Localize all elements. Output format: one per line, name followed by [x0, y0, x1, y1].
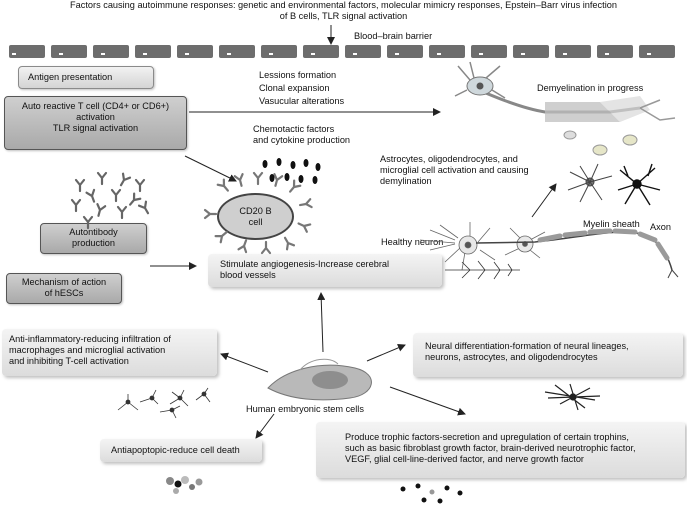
auto-reactive-line-2: activation — [76, 112, 115, 122]
bbb-cell — [303, 45, 339, 58]
neural-diff-box: Neural differentiation-formation of neur… — [413, 333, 683, 377]
auto-reactive-line-1: Auto reactive T cell (CD4+ or CD6+) — [21, 101, 170, 111]
trophic-factor-dots — [400, 483, 463, 504]
bbb-cell — [345, 45, 381, 58]
antigen-presentation-label: Antigen presentation — [28, 72, 113, 82]
blood-vessel-graphic — [445, 260, 520, 280]
neural-diff-line-2: neurons, astrocytes, and oligodendrocyte… — [425, 352, 598, 362]
astrocytes-label: Astrocytes, oligodendrocytes, and microg… — [380, 154, 529, 187]
axon-label: Axon — [650, 222, 671, 232]
microglia-sketch — [117, 387, 211, 419]
astrocytes-line-1: Astrocytes, oligodendrocytes, and — [380, 154, 518, 164]
hesc-cells-graphic — [267, 358, 372, 401]
bbb-cell — [513, 45, 549, 58]
healthy-neuron-label: Healthy neuron — [381, 237, 444, 247]
autontibody-line-1: Autontibody — [69, 227, 118, 237]
antiapoptotic-label: Antiapoptopic-reduce cell death — [111, 445, 240, 455]
cd20-line-1: CD20 B — [239, 206, 272, 216]
neural-diff-line-1: Neural differentiation-formation of neur… — [425, 341, 629, 351]
autontibody-line-2: production — [72, 238, 115, 248]
microglia-icon — [617, 163, 661, 206]
cd20-line-2: cell — [248, 217, 263, 227]
bbb-cell — [471, 45, 507, 58]
apoptotic-cells-graphic — [166, 476, 203, 494]
chemotactic-line-1: Chemotactic factors — [253, 124, 335, 134]
bbb-cell — [429, 45, 465, 58]
mechanism-box: Mechanism of action of hESCs — [6, 273, 122, 304]
header-text: Factors causing autoimmune responses: ge… — [0, 0, 687, 22]
arrows — [150, 25, 557, 439]
hesc-right-arrow — [366, 344, 406, 362]
astrocytes-line-2: microglial cell activation and causing — [380, 165, 529, 175]
healthy-to-astro-arrow — [531, 183, 557, 218]
lesions-item: Vasucular alterations — [259, 96, 345, 106]
antiapoptotic-box: Antiapoptopic-reduce cell death — [100, 439, 262, 462]
bbb-label: Blood–brain barrier — [354, 31, 433, 41]
chemotactic-line-2: and cytokine production — [253, 135, 351, 145]
trophic-box: Produce trophic factors-secretion and up… — [316, 422, 685, 478]
bbb-cell — [387, 45, 423, 58]
angiogenesis-box: Stimulate angiogenesis-Increase cerebral… — [208, 254, 442, 287]
lesions-item: Lessions formation — [259, 70, 337, 80]
bbb-cell — [219, 45, 255, 58]
myelin-sheath-label: Myelin sheath — [583, 219, 640, 229]
autontibody-box: Autontibody production — [40, 223, 147, 254]
cd20-b-cell: CD20 B cell — [217, 193, 294, 240]
astrocyte-icon — [567, 163, 613, 203]
hesc-down-left-arrow — [255, 413, 275, 439]
chemotactic-label: Chemotactic factors and cytokine product… — [253, 124, 350, 146]
bbb-cell — [93, 45, 129, 58]
hesc-down-right-arrow — [389, 386, 466, 416]
healthy-neuron-graphic — [419, 222, 679, 279]
hesc-label: Human embryonic stem cells — [246, 404, 364, 414]
lesions-item: Clonal expansion — [259, 83, 330, 93]
mechanism-line-1: Mechanism of action — [21, 277, 107, 287]
bbb-cell — [51, 45, 87, 58]
bbb-cell — [639, 45, 675, 58]
trophic-line-3: VEGF, glial cell-line-derived factor, an… — [345, 454, 584, 464]
auto-reactive-line-3: TLR signal activation — [52, 123, 139, 133]
lesions-list: Lessions formation Clonal expansion Vasu… — [259, 69, 344, 108]
glial-cells-graphic — [567, 134, 661, 206]
demyelination-label: Demyelination in progress — [537, 83, 644, 93]
bbb-cell — [597, 45, 633, 58]
anti-inflammatory-line-1: Anti-inflammatory-reducing infiltration … — [9, 334, 171, 344]
anti-inflammatory-line-3: and inhibiting T-cell activation — [9, 356, 129, 366]
anti-inflammatory-box: Anti-inflammatory-reducing infiltration … — [2, 329, 217, 376]
tcell-to-bcell-arrow — [184, 155, 237, 182]
blood-brain-barrier-row — [9, 45, 683, 59]
angiogenesis-line-2: blood vessels — [220, 270, 276, 280]
trophic-line-1: Produce trophic factors-secretion and up… — [345, 432, 629, 442]
angiogenesis-line-1: Stimulate angiogenesis-Increase cerebral — [220, 259, 390, 269]
neural-lineage-graphic — [544, 383, 601, 411]
bbb-cell — [261, 45, 297, 58]
bbb-cell — [555, 45, 591, 58]
hesc-up-arrow — [317, 292, 326, 353]
astrocytes-line-3: demylination — [380, 176, 432, 186]
trophic-line-2: such as basic fibroblast growth factor, … — [345, 443, 636, 453]
antibody-cluster — [70, 171, 150, 230]
mechanism-line-2: of hESCs — [44, 288, 84, 298]
b-cell-antibodies — [203, 171, 313, 255]
anti-inflammatory-line-2: macrophages and microglial activation — [9, 345, 166, 355]
antigen-presentation-box: Antigen presentation — [18, 66, 154, 89]
bbb-cell — [9, 45, 45, 58]
cytokine-dots — [262, 158, 321, 184]
demyelinating-neuron-graphic — [454, 61, 676, 140]
auto-reactive-box: Auto reactive T cell (CD4+ or CD6+) acti… — [4, 96, 187, 150]
bbb-cell — [177, 45, 213, 58]
header-line-1: Factors causing autoimmune responses: ge… — [70, 0, 617, 10]
header-line-2: of B cells, TLR signal activation — [279, 11, 408, 21]
hesc-left-arrow — [220, 352, 269, 373]
bbb-cell — [135, 45, 171, 58]
